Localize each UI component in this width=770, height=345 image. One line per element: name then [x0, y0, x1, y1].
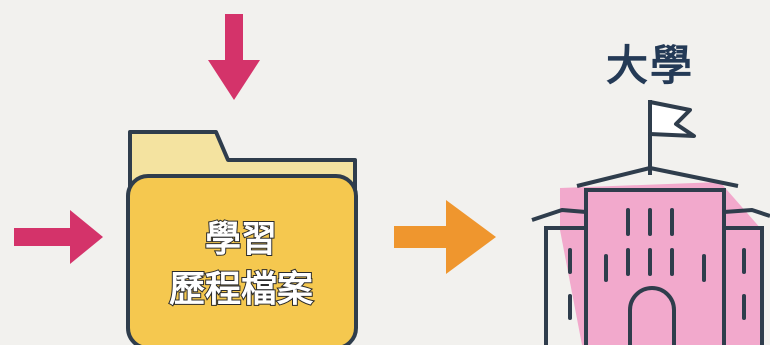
folder-label-line2: 歷程檔案 — [168, 269, 314, 310]
destination-label: 大學 — [605, 41, 694, 90]
university-building-icon — [531, 100, 770, 345]
folder-icon — [126, 130, 358, 345]
arrow-down-icon — [208, 14, 260, 100]
arrow-right-icon — [394, 200, 496, 274]
arrow-right-icon — [14, 210, 103, 264]
folder-label-line1: 學習 — [204, 219, 278, 260]
